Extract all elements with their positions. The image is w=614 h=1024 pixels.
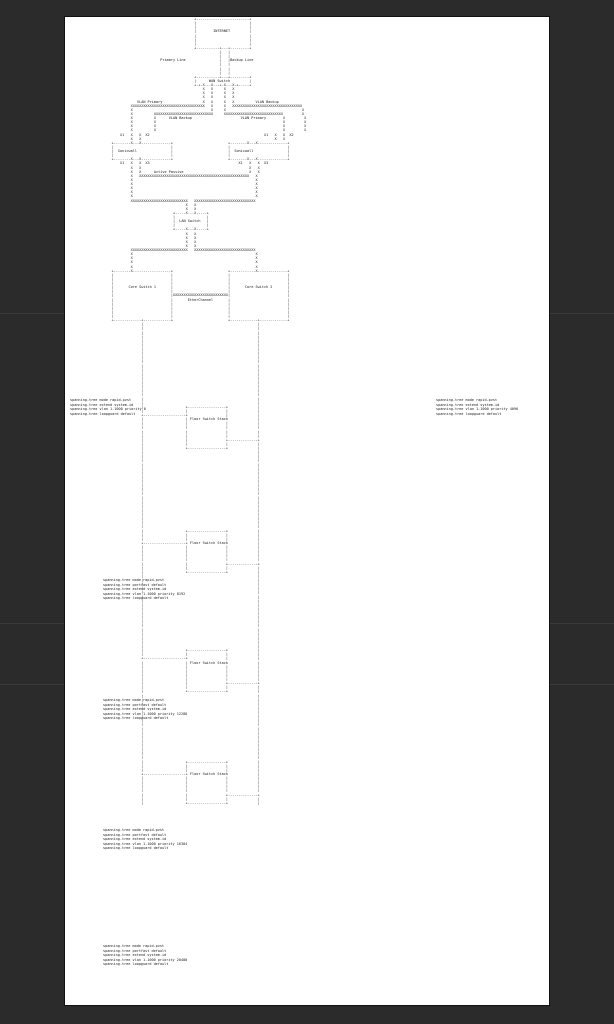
config-line: spanning-tree portfast default bbox=[103, 948, 167, 953]
config-line: spanning-tree mode rapid-pvst bbox=[103, 828, 165, 832]
config-line: spanning-tree vlan 1-1000 priority 12288 bbox=[103, 711, 188, 716]
config-line: spanning-tree extend system-id bbox=[103, 837, 167, 842]
config-line: spanning-tree loopguard default bbox=[103, 716, 169, 721]
config-line: spanning-tree mode rapid-pvst bbox=[103, 578, 165, 582]
config-line: spanning-tree mode rapid-pvst bbox=[70, 398, 132, 402]
config-line: spanning-tree mode rapid-pvst bbox=[103, 698, 165, 702]
config-line: spanning-tree mode rapid-pvst bbox=[103, 944, 165, 948]
config-line: spanning-tree extend system-id bbox=[103, 707, 167, 712]
config-line: spanning-tree extend system-id bbox=[436, 402, 500, 407]
config-line: spanning-tree mode rapid-pvst bbox=[436, 398, 498, 402]
config-line: spanning-tree vlan 1-1000 priority 0 bbox=[70, 407, 146, 412]
ascii-network-topology-diagram: +-------------------------+ | | | bbox=[111, 17, 307, 805]
config-line: spanning-tree vlan 1-1000 priority 20480 bbox=[103, 957, 188, 962]
config-line: spanning-tree loopguard default bbox=[103, 846, 169, 851]
config-line: spanning-tree loopguard default bbox=[103, 962, 169, 967]
config-line: spanning-tree vlan 1-1000 priority 4096 bbox=[436, 407, 519, 412]
config-line: spanning-tree extend system-id bbox=[70, 402, 134, 407]
config-line: spanning-tree vlan 1-1000 priority 8192 bbox=[103, 591, 186, 596]
config-line: spanning-tree loopguard default bbox=[70, 411, 136, 416]
config-line: spanning-tree extend system-id bbox=[103, 953, 167, 958]
config-line: spanning-tree vlan 1-1000 priority 16384 bbox=[103, 841, 188, 846]
config-line: spanning-tree portfast default bbox=[103, 702, 167, 707]
config-line: spanning-tree portfast default bbox=[103, 832, 167, 837]
config-line: spanning-tree loopguard default bbox=[436, 411, 502, 416]
config-line: spanning-tree portfast default bbox=[103, 582, 167, 587]
document-page: +-------------------------+ | | | bbox=[65, 17, 549, 1005]
config-line: spanning-tree extend system-id bbox=[103, 587, 167, 592]
config-line: spanning-tree loopguard default bbox=[103, 596, 169, 601]
